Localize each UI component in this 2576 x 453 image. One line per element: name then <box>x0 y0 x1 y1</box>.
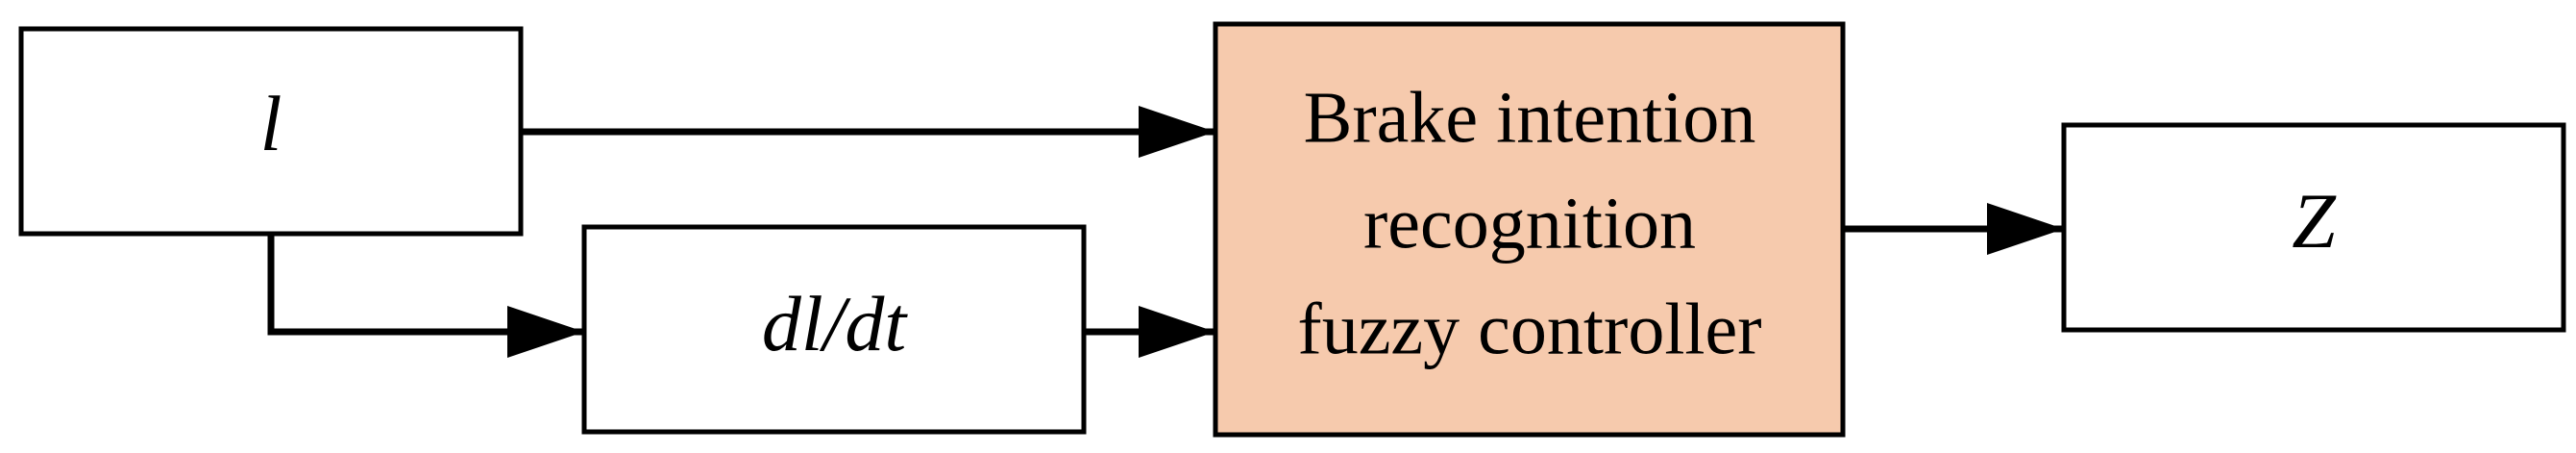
derivative-block-label: dl/dt <box>762 280 909 367</box>
derivative-block: dl/dt <box>581 224 1087 435</box>
controller-line-1: Brake intention <box>1304 77 1756 158</box>
controller-line-3: fuzzy controller <box>1297 289 1761 369</box>
fuzzy-controller-block: Brake intention recognition fuzzy contro… <box>1213 21 1846 438</box>
input-block-label: l <box>260 80 282 167</box>
input-block-l: l <box>18 26 524 237</box>
controller-line-2: recognition <box>1363 183 1696 264</box>
output-block-label: Z <box>2292 177 2337 264</box>
arrow-l-to-derivative <box>267 234 584 358</box>
output-block-z: Z <box>2061 122 2566 333</box>
